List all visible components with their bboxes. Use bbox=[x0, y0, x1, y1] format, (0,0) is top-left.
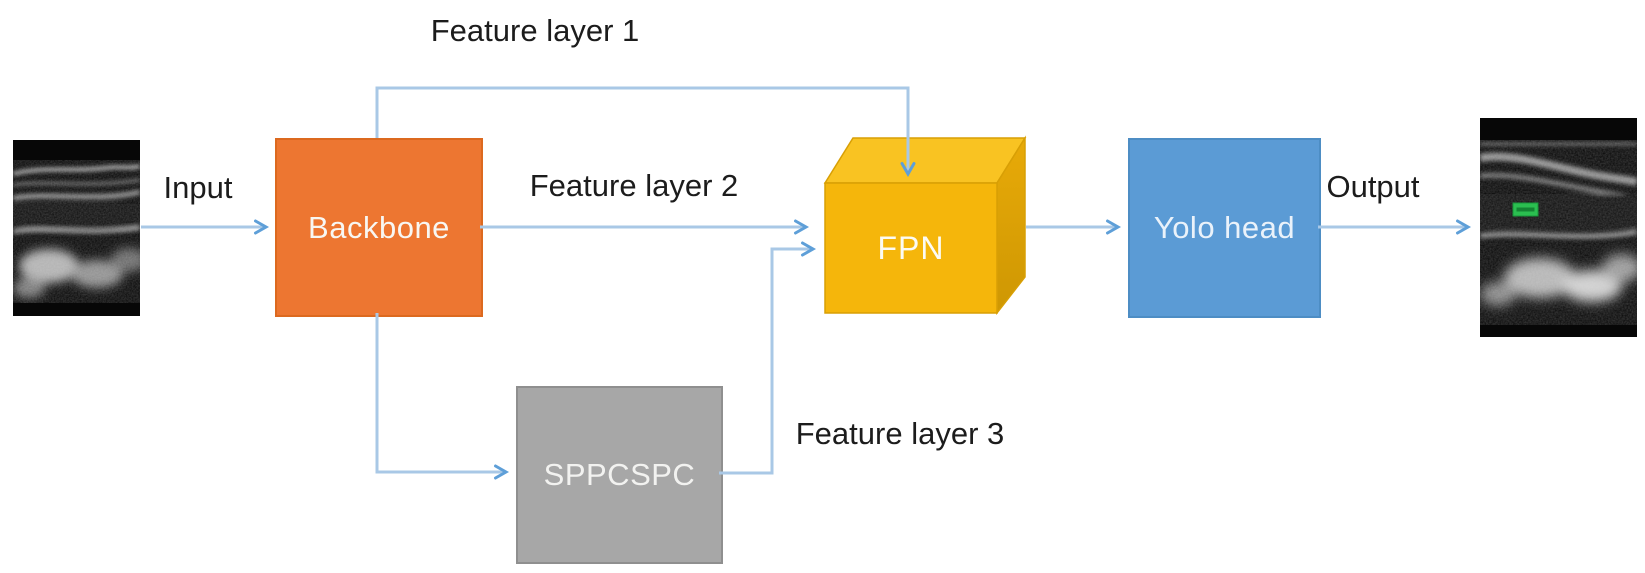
backbone-node: Backbone bbox=[275, 138, 483, 317]
feature-layer-1-label: Feature layer 1 bbox=[430, 13, 640, 48]
detection-box bbox=[1512, 202, 1539, 217]
fpn-cube-top-face bbox=[823, 137, 1027, 184]
output-label: Output bbox=[1326, 169, 1420, 204]
sppcspc-node: SPPCSPC bbox=[516, 386, 723, 564]
input-label: Input bbox=[163, 170, 233, 205]
fpn-cube-front-face bbox=[824, 182, 998, 314]
sppcspc-label: SPPCSPC bbox=[543, 457, 696, 492]
backbone-label: Backbone bbox=[308, 209, 450, 245]
yolo-head-label: Yolo head bbox=[1153, 210, 1296, 245]
fpn-node bbox=[823, 135, 1027, 316]
yolo-head-node: Yolo head bbox=[1128, 138, 1321, 318]
output-speckle-noise bbox=[1480, 118, 1637, 337]
feature-layer-3-label: Feature layer 3 bbox=[795, 416, 1005, 451]
input-ultrasound-image bbox=[13, 140, 140, 316]
input-speckle-noise bbox=[13, 140, 140, 316]
output-ultrasound-image bbox=[1480, 118, 1637, 337]
feature-layer-2-label: Feature layer 2 bbox=[529, 168, 739, 203]
edge-backbone-to-sppcspc bbox=[375, 313, 510, 480]
fpn-label: FPN bbox=[877, 230, 945, 266]
